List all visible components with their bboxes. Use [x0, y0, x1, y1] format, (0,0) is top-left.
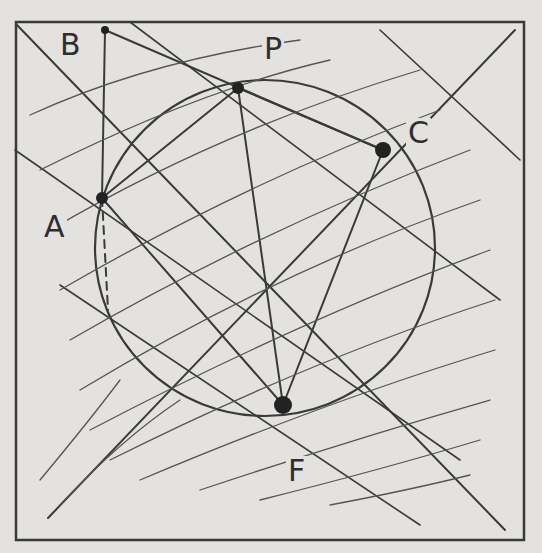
point-label: F: [286, 456, 307, 486]
square-frame: [16, 22, 524, 540]
diagonal-line: [16, 24, 505, 530]
point-label: A: [42, 212, 67, 242]
circle: [95, 80, 435, 416]
point-label: C: [406, 118, 431, 148]
point-label: B: [58, 30, 83, 60]
hatching: [30, 40, 495, 505]
diagonal-line: [48, 30, 515, 518]
points: [96, 26, 391, 414]
parallel-lines: [15, 22, 520, 525]
point-label: P: [262, 34, 284, 64]
chords: [102, 30, 383, 405]
